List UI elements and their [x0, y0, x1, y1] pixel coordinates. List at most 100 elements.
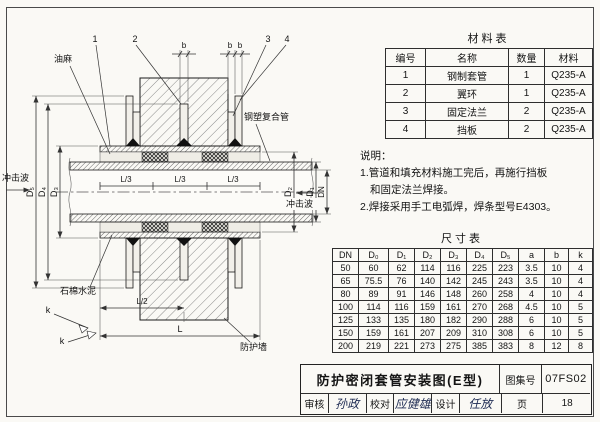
- composite-pipe: [68, 157, 314, 227]
- size-cell: 159: [358, 326, 389, 340]
- page-label: 页: [502, 394, 544, 413]
- size-cell: 273: [414, 339, 441, 353]
- part-number-2: 2: [132, 34, 137, 44]
- dim-l3: L/3: [174, 175, 186, 184]
- size-cell: 5: [568, 326, 593, 340]
- dim-d2: D₂: [283, 187, 293, 197]
- size-cell: 221: [388, 339, 415, 353]
- size-cell: 3.5: [518, 261, 545, 275]
- part-number-4: 4: [284, 34, 289, 44]
- size-cell: 142: [440, 274, 467, 288]
- drawing-title: 防护密闭套管安装图(E型): [301, 365, 500, 394]
- size-cell: 161: [388, 326, 415, 340]
- size-cell: 135: [388, 313, 415, 327]
- size-header: D₄: [466, 248, 493, 262]
- size-cell: 80: [332, 287, 359, 301]
- size-cell: 159: [414, 300, 441, 314]
- size-cell: 180: [414, 313, 441, 327]
- size-cell: 161: [440, 300, 467, 314]
- material-header: 材料: [544, 48, 593, 67]
- size-cell: 10: [544, 274, 569, 288]
- size-cell: 8: [518, 339, 545, 353]
- size-cell: 50: [332, 261, 359, 275]
- size-cell: 62: [388, 261, 415, 275]
- dim-l: L: [177, 324, 182, 334]
- material-header: 编号: [385, 48, 426, 67]
- notes-title: 说明：: [360, 150, 392, 162]
- label-composite-pipe: 钢塑复合管: [244, 111, 289, 122]
- size-cell: 4.5: [518, 300, 545, 314]
- size-header: D₀: [358, 248, 389, 262]
- size-header: b: [544, 248, 569, 262]
- size-cell: 5: [568, 313, 593, 327]
- size-cell: 207: [414, 326, 441, 340]
- size-cell: 6: [518, 313, 545, 327]
- material-cell: 3: [385, 102, 426, 121]
- size-cell: 385: [466, 339, 493, 353]
- dim-l2: L/2: [136, 297, 148, 306]
- material-cell: 固定法兰: [425, 102, 509, 121]
- title-block: 防护密闭套管安装图(E型) 图集号 07FS02 审核 孙政 校对 应健雄 设计…: [300, 364, 592, 415]
- size-cell: 4: [568, 274, 593, 288]
- size-cell: 91: [388, 287, 415, 301]
- size-cell: 290: [466, 313, 493, 327]
- dim-b: b: [228, 41, 233, 50]
- review-signature: 孙政: [329, 394, 367, 413]
- size-cell: 75.5: [358, 274, 389, 288]
- material-cell: 4: [385, 120, 426, 139]
- label-shockwave-left: 冲击波: [2, 172, 29, 183]
- size-cell: 12: [544, 339, 569, 353]
- size-header: D₁: [388, 248, 415, 262]
- material-cell: 1: [385, 66, 426, 85]
- material-cell: 翼环: [425, 84, 509, 103]
- size-cell: 146: [414, 287, 441, 301]
- size-cell: 10: [544, 326, 569, 340]
- size-cell: 8: [568, 339, 593, 353]
- material-header-row: 编号 名称 数量 材料: [385, 48, 593, 67]
- size-cell: 4: [568, 287, 593, 301]
- size-cell: 288: [492, 313, 519, 327]
- atlas-number-label: 图集号: [500, 365, 542, 394]
- size-cell: 100: [332, 300, 359, 314]
- dim-b: b: [182, 41, 187, 50]
- label-asbestos-cement: 石棉水泥: [60, 285, 96, 296]
- material-header: 名称: [425, 48, 509, 67]
- size-cell: 140: [414, 274, 441, 288]
- size-cell: 268: [492, 300, 519, 314]
- material-cell: Q235-A: [544, 84, 593, 103]
- size-cell: 245: [466, 274, 493, 288]
- design-signature: 任放: [460, 394, 502, 413]
- label-oakum: 油麻: [54, 53, 72, 64]
- material-cell: 2: [508, 102, 545, 121]
- size-cell: 6: [518, 326, 545, 340]
- dim-d4: D₄: [37, 187, 47, 197]
- size-cell: 260: [466, 287, 493, 301]
- page-number: 18: [561, 398, 573, 409]
- size-cell: 3.5: [518, 274, 545, 288]
- size-cell: 133: [358, 313, 389, 327]
- size-cell: 310: [466, 326, 493, 340]
- size-cell: 4: [568, 261, 593, 275]
- check-signature: 应健雄: [394, 394, 433, 413]
- material-cell: 1: [508, 84, 545, 103]
- size-cell: 275: [440, 339, 467, 353]
- size-cell: 76: [388, 274, 415, 288]
- size-header: a: [518, 248, 545, 262]
- weld-marks: [126, 138, 242, 246]
- size-cell: 150: [332, 326, 359, 340]
- notes-section: 说明： 1.管道和填充材料施工完后，再施行挡板 和固定法兰焊接。 2.焊接采用手…: [360, 148, 592, 216]
- design-label: 设计: [432, 394, 460, 413]
- size-cell: 4: [518, 287, 545, 301]
- material-cell: 挡板: [425, 120, 509, 139]
- size-header: k: [568, 248, 593, 262]
- dim-d5: D₅: [25, 187, 35, 197]
- dim-k: k: [46, 305, 51, 315]
